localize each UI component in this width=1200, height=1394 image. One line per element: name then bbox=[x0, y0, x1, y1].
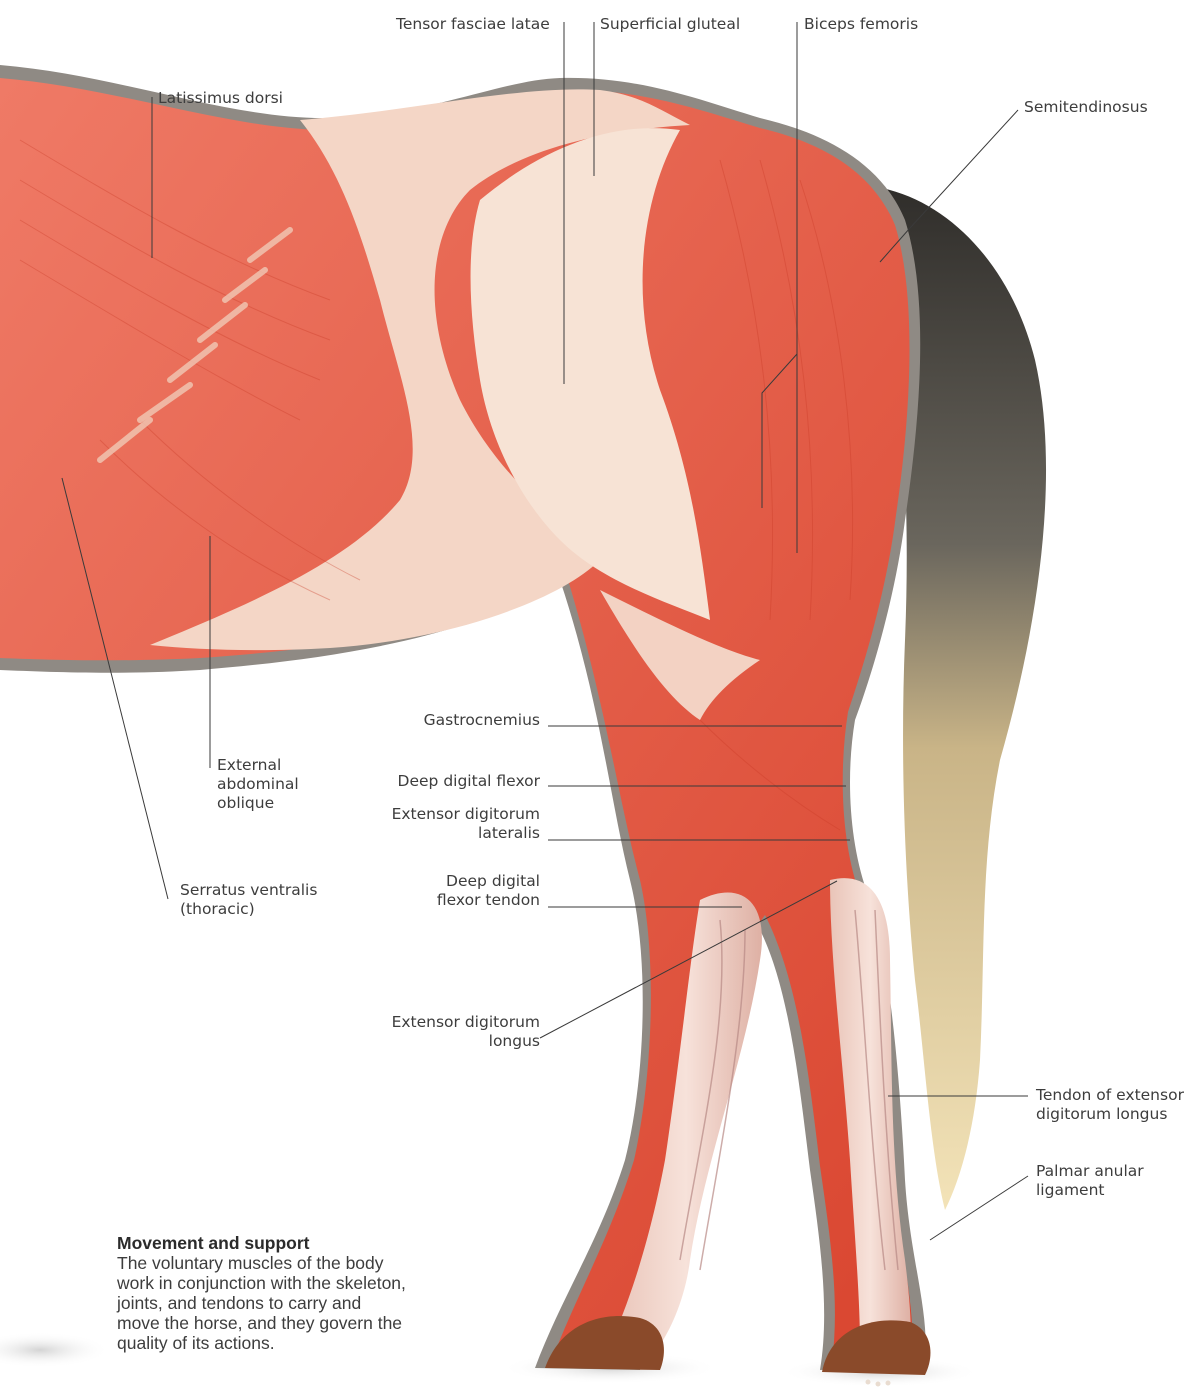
label-biceps-femoris: Biceps femoris bbox=[804, 15, 918, 34]
caption-block: Movement and support The voluntary muscl… bbox=[117, 1233, 407, 1353]
caption-body: The voluntary muscles of the body work i… bbox=[117, 1253, 407, 1353]
label-gastrocnemius: Gastrocnemius bbox=[370, 711, 540, 730]
label-tensor-fasciae-latae: Tensor fasciae latae bbox=[396, 15, 550, 34]
label-semitendinosus: Semitendinosus bbox=[1024, 98, 1148, 117]
caption-title: Movement and support bbox=[117, 1233, 407, 1253]
label-extensor-digitorum-longus: Extensor digitorum longus bbox=[340, 1013, 540, 1051]
label-deep-digital-flexor: Deep digital flexor bbox=[340, 772, 540, 791]
label-superficial-gluteal: Superficial gluteal bbox=[600, 15, 740, 34]
label-serratus-ventralis: Serratus ventralis (thoracic) bbox=[180, 881, 317, 919]
label-extensor-digitorum-lateralis: Extensor digitorum lateralis bbox=[340, 805, 540, 843]
label-palmar-anular-ligament: Palmar anular ligament bbox=[1036, 1162, 1144, 1200]
label-external-abdominal-oblique: External abdominal oblique bbox=[217, 756, 299, 813]
ground-shadow-front bbox=[0, 1332, 110, 1368]
label-tendon-of-extensor-digitorum-longus: Tendon of extensor digitorum longus bbox=[1036, 1086, 1184, 1124]
label-deep-digital-flexor-tendon: Deep digital flexor tendon bbox=[340, 872, 540, 910]
label-latissimus-dorsi: Latissimus dorsi bbox=[158, 89, 283, 108]
